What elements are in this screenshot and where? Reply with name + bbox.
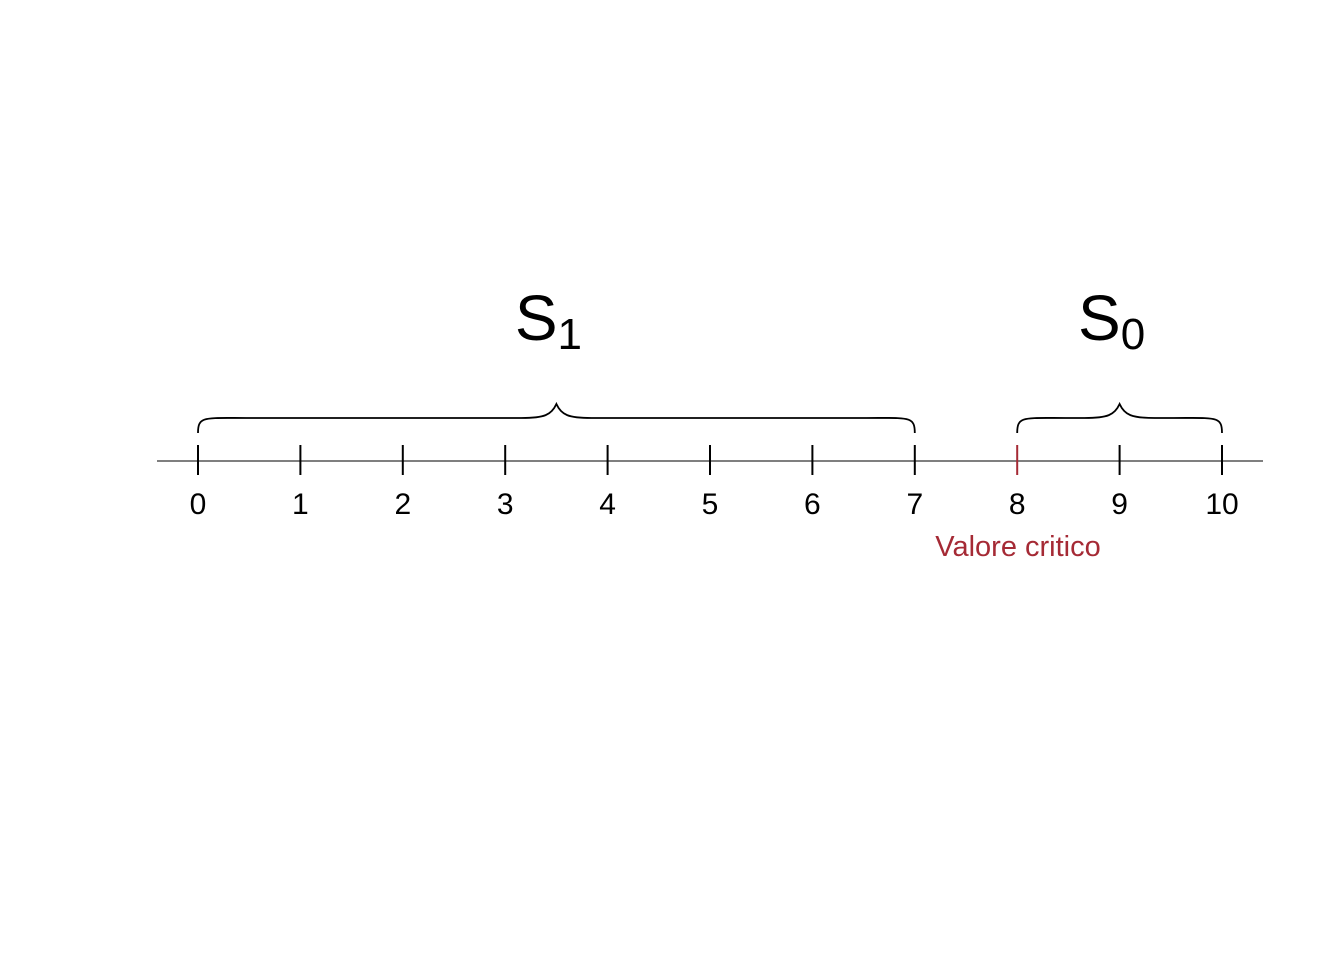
tick-label-4: 4 (599, 488, 616, 521)
number-line-ticks (197, 445, 1223, 475)
tick-label-1: 1 (292, 488, 309, 521)
tick-label-6: 6 (804, 488, 821, 521)
region-label-subscript: 1 (558, 310, 582, 359)
region-label-s1: S1 (515, 282, 582, 359)
region-label-s0: S0 (1078, 282, 1145, 359)
region-label-subscript: 0 (1121, 310, 1145, 359)
region-label-main: S (515, 282, 558, 354)
tick-label-5: 5 (702, 488, 719, 521)
critical-value-label: Valore critico (935, 531, 1100, 563)
region-brace-s1 (197, 401, 916, 434)
number-line-tick-labels: 0 1 2 3 4 5 6 7 8 9 10 (190, 488, 1239, 521)
region-label-main: S (1078, 282, 1121, 354)
tick-label-2: 2 (394, 488, 411, 521)
tick-label-10: 10 (1205, 488, 1238, 521)
region-braces (197, 401, 1223, 434)
tick-label-9: 9 (1111, 488, 1128, 521)
tick-label-7: 7 (906, 488, 923, 521)
tick-label-3: 3 (497, 488, 514, 521)
tick-label-8: 8 (1009, 488, 1026, 521)
region-brace-s0 (1016, 401, 1223, 434)
tick-label-0: 0 (190, 488, 207, 521)
